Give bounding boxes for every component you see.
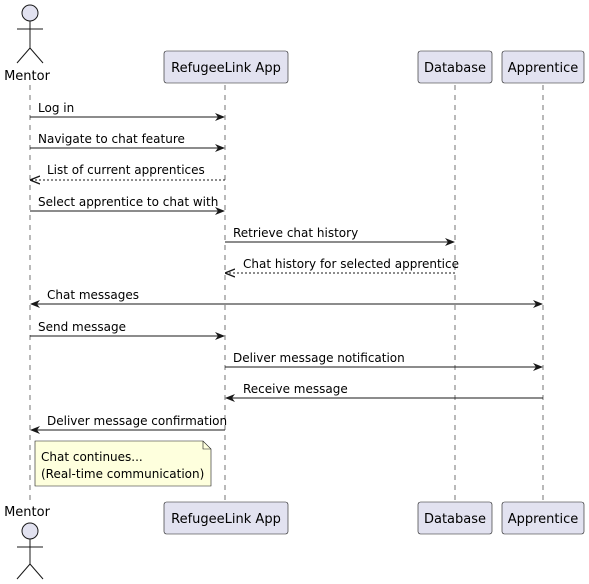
participant-app-label: RefugeeLink App — [171, 61, 281, 76]
participant-apprentice-bottom: Apprentice — [501, 501, 585, 535]
note-chat-continues: Chat continues... (Real-time communicati… — [34, 440, 212, 487]
message-log-in: Log in — [30, 101, 225, 121]
message-label: Receive message — [243, 382, 348, 396]
message-label: Send message — [38, 320, 126, 334]
actor-icon — [16, 522, 44, 580]
actor-mentor-bottom: Mentor — [4, 505, 51, 580]
message-label: Navigate to chat feature — [38, 132, 185, 146]
message-select-apprentice: Select apprentice to chat with — [30, 195, 225, 215]
actor-mentor-top: Mentor — [4, 4, 51, 84]
message-label: Select apprentice to chat with — [38, 195, 218, 209]
message-history-result: Chat history for selected apprentice — [226, 257, 459, 273]
note-line-2: (Real-time communication) — [41, 467, 204, 481]
message-send: Send message — [30, 320, 225, 340]
message-label: Log in — [38, 101, 74, 115]
message-label: Deliver message notification — [233, 351, 405, 365]
message-chat-messages: Chat messages — [30, 288, 543, 308]
actor-mentor-label: Mentor — [4, 69, 51, 84]
message-label: Chat history for selected apprentice — [243, 257, 459, 271]
participant-database-bottom: Database — [417, 501, 493, 535]
participant-apprentice-label: Apprentice — [508, 512, 579, 527]
participant-app-bottom: RefugeeLink App — [163, 501, 289, 535]
participant-app-label: RefugeeLink App — [171, 512, 281, 527]
note-line-1: Chat continues... — [41, 450, 143, 464]
message-label: Deliver message confirmation — [47, 414, 227, 428]
message-navigate: Navigate to chat feature — [30, 132, 225, 152]
participant-database-top: Database — [417, 50, 493, 84]
message-retrieve-history: Retrieve chat history — [225, 226, 455, 246]
message-label: Retrieve chat history — [233, 226, 358, 240]
message-deliver-notification: Deliver message notification — [225, 351, 543, 371]
message-deliver-confirmation: Deliver message confirmation — [30, 414, 227, 434]
participant-apprentice-top: Apprentice — [501, 50, 585, 84]
participant-app-top: RefugeeLink App — [163, 50, 289, 84]
actor-mentor-label: Mentor — [4, 505, 51, 520]
message-label: Chat messages — [47, 288, 139, 302]
actor-icon — [16, 4, 44, 64]
message-label: List of current apprentices — [47, 163, 205, 177]
message-list-apprentices: List of current apprentices — [31, 163, 225, 180]
participant-database-label: Database — [424, 61, 486, 76]
participant-apprentice-label: Apprentice — [508, 61, 579, 76]
message-receive: Receive message — [225, 382, 543, 402]
participant-database-label: Database — [424, 512, 486, 527]
